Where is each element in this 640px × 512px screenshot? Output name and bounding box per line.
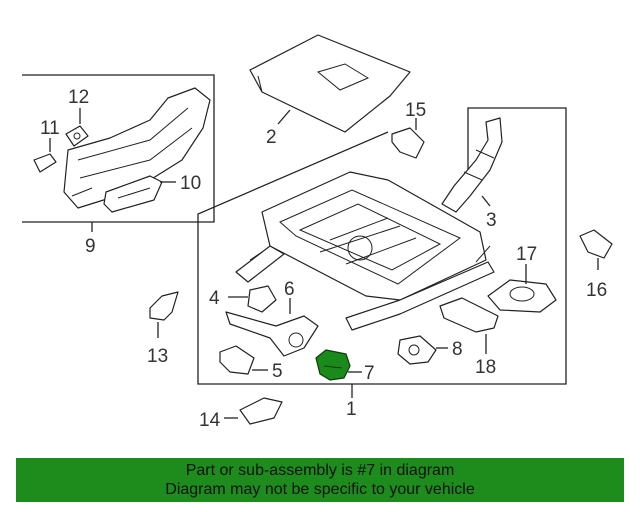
part-15-bracket[interactable] (391, 127, 425, 159)
callout-3[interactable]: 3 (486, 210, 497, 231)
part-4-switch[interactable] (247, 285, 277, 313)
part-14-cover[interactable] (239, 397, 283, 425)
callout-16[interactable]: 16 (586, 280, 607, 301)
banner-line-2: Diagram may not be specific to your vehi… (165, 481, 475, 498)
callout-13[interactable]: 13 (147, 346, 168, 367)
callout-18[interactable]: 18 (475, 357, 496, 378)
part-9-side-shield[interactable] (63, 87, 211, 209)
part-12-clip[interactable] (65, 125, 89, 147)
part-5-module[interactable] (219, 345, 255, 375)
leader-2 (277, 109, 291, 125)
callout-2[interactable]: 2 (266, 127, 277, 148)
part-11-cap[interactable] (33, 153, 57, 173)
callout-7[interactable]: 7 (364, 363, 375, 384)
callout-15[interactable]: 15 (405, 100, 426, 121)
part-2-cushion-pad[interactable] (249, 34, 411, 133)
callout-1[interactable]: 1 (346, 399, 357, 420)
info-banner: Part or sub-assembly is #7 in diagram Di… (16, 458, 624, 502)
leader-3 (481, 195, 491, 207)
part-10-switch-knob[interactable] (103, 175, 163, 213)
callout-14[interactable]: 14 (199, 410, 221, 431)
callout-12[interactable]: 12 (68, 87, 89, 108)
part-8-motor[interactable] (397, 335, 437, 365)
part-1-seat-frame[interactable] (235, 171, 495, 331)
part-16-bracket[interactable] (579, 229, 613, 259)
part-7-highlighted-motor[interactable] (315, 349, 351, 381)
callout-4[interactable]: 4 (209, 288, 220, 309)
part-3-cable-guide[interactable] (441, 117, 503, 213)
callout-11[interactable]: 11 (40, 118, 60, 139)
callout-9[interactable]: 9 (85, 236, 96, 257)
callout-8[interactable]: 8 (452, 339, 463, 360)
part-17-motor-cover[interactable] (487, 279, 557, 313)
part-6-recliner-motor[interactable] (225, 311, 319, 357)
part-18-bracket[interactable] (439, 297, 499, 333)
box-part-1 (197, 107, 567, 385)
callout-17[interactable]: 17 (516, 244, 537, 265)
callout-6[interactable]: 6 (284, 279, 295, 300)
box-part-9 (22, 74, 215, 223)
parts-diagram: 2 9 10 11 12 15 1 (22, 34, 613, 431)
part-13-cover[interactable] (149, 291, 179, 321)
banner-line-1: Part or sub-assembly is #7 in diagram (185, 462, 455, 479)
callout-10[interactable]: 10 (180, 173, 201, 194)
callout-5[interactable]: 5 (272, 361, 283, 382)
